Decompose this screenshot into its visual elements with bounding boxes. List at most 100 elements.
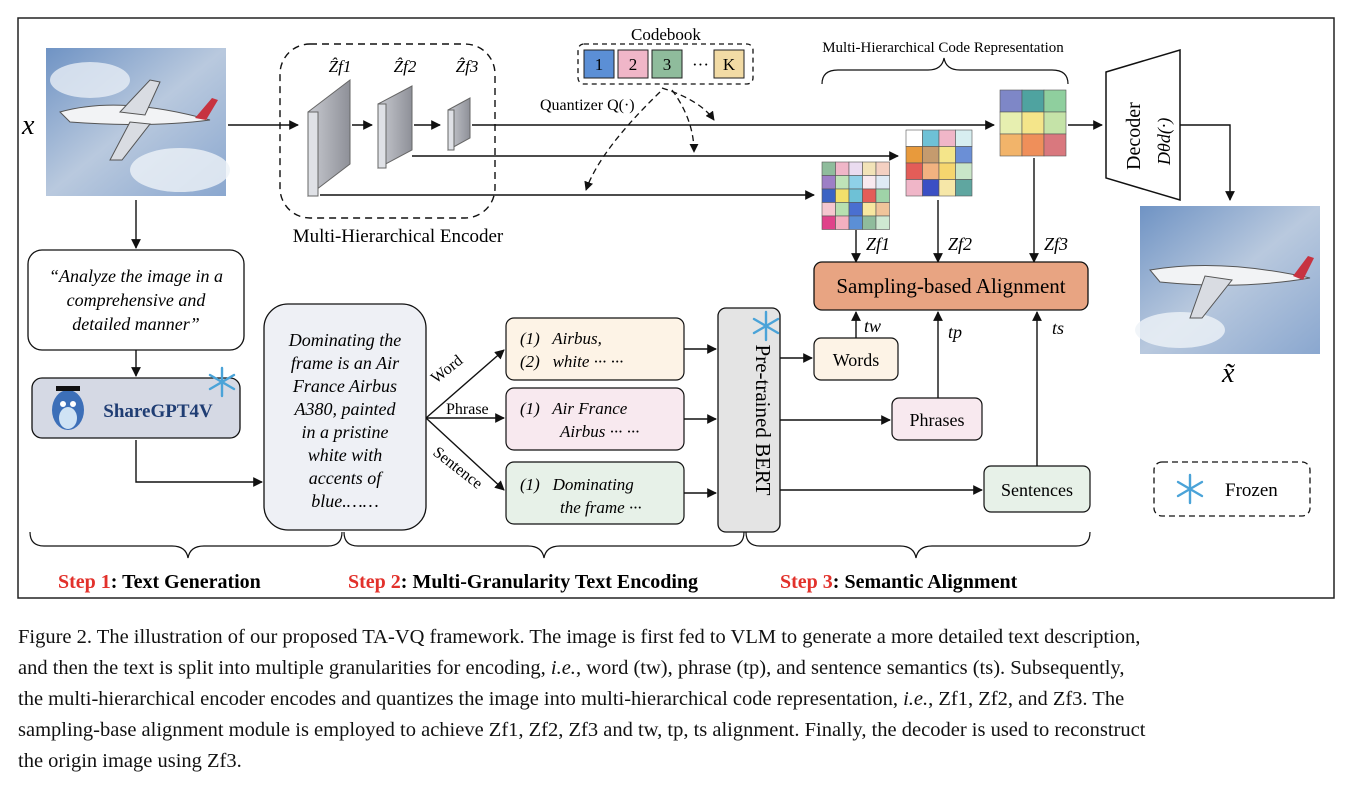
branch-word: Word <box>428 352 466 387</box>
grid-zf1-cell <box>848 215 863 230</box>
grid-zf1-cell <box>821 202 836 217</box>
sentence-line-2: the frame ··· <box>560 498 642 517</box>
encoder-feature-1 <box>307 78 351 198</box>
step1-brace <box>29 531 343 559</box>
caption-text-5: the origin image using Zf3. <box>18 750 242 772</box>
codebook-box <box>577 43 754 85</box>
grid-zf1-cell <box>875 175 890 190</box>
encoder-title: Multi-Hierarchical Encoder <box>293 226 504 247</box>
caption-text-4: sampling-base alignment module is employ… <box>18 719 1146 741</box>
caption-line-4: sampling-base alignment module is employ… <box>18 715 1348 746</box>
grid-zf2-cell <box>938 146 956 164</box>
grid-zf1-cell <box>821 175 836 190</box>
bert-label: Pre-trained BERT <box>751 345 775 496</box>
description-line: in a pristine <box>301 422 388 442</box>
code-grid-zf2 <box>905 129 973 197</box>
caption-line-5: the origin image using Zf3. <box>18 746 1348 777</box>
prompt-line-1: “Analyze the image in a <box>49 266 223 286</box>
codebook-label-0: 1 <box>595 55 604 74</box>
alignment-label: Sampling-based Alignment <box>836 274 1065 298</box>
arrow-vlm-description <box>135 440 263 487</box>
step2-label: Step 2: Multi-Granularity Text Encoding <box>348 571 698 593</box>
step1-label: Step 1: Text Generation <box>58 571 261 593</box>
caption-line-1: Figure 2. The illustration of our propos… <box>18 622 1348 653</box>
feature-label-1: Ẑf1 <box>329 57 352 76</box>
grid-zf3-cell <box>1021 133 1045 157</box>
codebook-label-1: 2 <box>629 55 638 74</box>
grid-zf2-cell <box>922 179 940 197</box>
grid-zf1-cell <box>875 215 890 230</box>
grid-zf2-cell <box>938 129 956 147</box>
input-symbol: x <box>21 110 35 141</box>
code-brace <box>821 57 1069 85</box>
description-line: frame is an Air <box>291 353 400 373</box>
grid-zf2-cell <box>922 146 940 164</box>
decoder-shape <box>1105 48 1181 202</box>
figure-frame <box>17 17 1335 599</box>
caption-line-3: the multi-hierarchical encoder encodes a… <box>18 684 1348 715</box>
branch-phrase: Phrase <box>446 401 489 418</box>
output-symbol: x̃ <box>1221 358 1236 389</box>
caption-line-2: and then the text is split into multiple… <box>18 653 1348 684</box>
grid-zf1-cell <box>862 215 877 230</box>
quantizer-arrow-f2 <box>671 89 699 153</box>
code-grid-zf3 <box>999 89 1067 157</box>
grid-zf1-cell <box>821 188 836 203</box>
grid-zf1-cell <box>835 202 850 217</box>
grid-zf1-cell <box>848 175 863 190</box>
codebook-label-2: 3 <box>663 55 672 74</box>
grid-zf3-cell <box>999 133 1023 157</box>
grid-zf3-cell <box>1021 111 1045 135</box>
grid-zf1-cell <box>835 215 850 230</box>
codebook-cell-3 <box>651 49 683 79</box>
caption-text-1: The illustration of our proposed TA-VQ f… <box>96 626 1141 648</box>
grid-zf1-cell <box>848 188 863 203</box>
grid-zf1-cell <box>875 161 890 176</box>
grid-zf3-cell <box>999 111 1023 135</box>
description-line: white with <box>308 445 383 465</box>
caption-text-3b: , Zf1, Zf2, and Zf3. The <box>928 688 1125 710</box>
encoder-feature-2 <box>377 85 413 169</box>
grid-zf1-cell <box>862 202 877 217</box>
branch-sentence: Sentence <box>430 444 486 493</box>
feature-label-2: Ẑf2 <box>394 57 417 76</box>
codebook-label-4: K <box>723 55 736 74</box>
grid-zf2-cell <box>938 179 956 197</box>
vlm-name: ShareGPT4V <box>103 401 213 422</box>
bert-snowflake-icon <box>752 310 780 342</box>
encoder-box <box>279 43 496 219</box>
grid-zf2-cell <box>938 162 956 180</box>
grid-zf2-cell <box>955 162 973 180</box>
grid-zf1-cell <box>875 202 890 217</box>
grid-zf1-cell <box>821 161 836 176</box>
z-label-1: Zf1 <box>866 234 890 254</box>
decoder-symbol: Dθd(·) <box>1154 118 1175 166</box>
step3-brace <box>745 531 1091 559</box>
grid-zf1-cell <box>848 202 863 217</box>
vlm-box <box>31 377 241 439</box>
caption-label: Figure 2. <box>18 626 93 648</box>
feature-label-3: Ẑf3 <box>456 57 479 76</box>
vlm-mascot-icon <box>52 386 84 430</box>
prompt-line-2: comprehensive and <box>67 290 207 310</box>
caption-text-2b: , word (tw), phrase (tp), and sentence s… <box>575 657 1125 679</box>
grid-zf3-cell <box>999 89 1023 113</box>
t-label-s: ts <box>1052 318 1064 338</box>
phrase-line-2: Airbus ··· ··· <box>559 422 639 441</box>
grid-zf3-cell <box>1043 133 1067 157</box>
grid-zf1-cell <box>862 161 877 176</box>
t-label-p: tp <box>948 322 962 342</box>
frozen-label: Frozen <box>1225 480 1278 501</box>
quantizer-label: Quantizer Q(·) <box>540 97 635 114</box>
grid-zf2-cell <box>905 179 923 197</box>
z-label-3: Zf3 <box>1044 234 1068 254</box>
sentence-line-1: (1) Dominating <box>520 475 634 494</box>
description-line: Dominating the <box>288 330 402 350</box>
step2-brace <box>343 531 745 559</box>
grid-zf1-cell <box>848 161 863 176</box>
caption-ie-2: i.e. <box>903 688 929 710</box>
grid-zf2-cell <box>905 162 923 180</box>
description-box <box>263 303 427 531</box>
